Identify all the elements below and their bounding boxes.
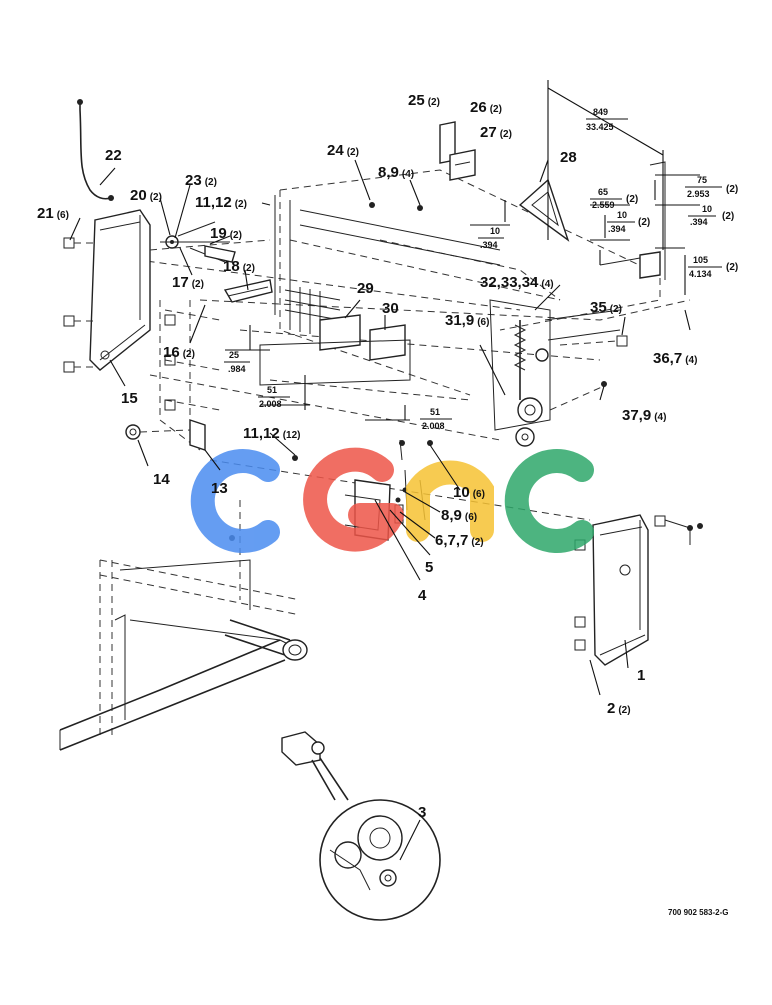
part-label-11-12-b: 11,12(2) [195,194,247,211]
part-label-15: 15 [121,390,138,407]
part-label-8-9-b: 8,9(6) [441,507,477,524]
svg-text:(2): (2) [638,217,650,228]
svg-text:(2): (2) [722,211,734,222]
part-label-22: 22 [105,147,122,164]
detail-bubble-3 [281,731,441,921]
part-label-18: 18(2) [223,258,255,275]
brackets-35 [549,335,628,411]
part-label-24: 24(2) [327,142,359,159]
svg-text:10: 10 [617,210,627,220]
svg-text:2.953: 2.953 [687,189,710,199]
dim-849: 849 33.425 [586,107,628,132]
hinge-assembly [149,221,271,263]
part-label-23: 23(2) [185,172,217,189]
svg-text:105: 105 [693,255,708,265]
part-labels: 1 2(2) 3 4 5 6,7,7(2) 8,9(6) 10(6) 11,12… [37,92,697,821]
right-top-plates [599,161,666,280]
dim-10-b: 10 .394 (2) [607,210,650,234]
svg-text:.984: .984 [228,364,246,374]
part-label-35: 35(2) [590,299,622,316]
triangle-plate-28 [518,178,570,242]
dim-10-c: 10 .394 [478,226,504,250]
part-label-5: 5 [425,559,433,576]
part-label-25: 25(2) [408,92,440,109]
part-label-2: 2(2) [607,700,631,717]
watermark-letter-2 [303,447,404,552]
part-label-31-9: 31,9(6) [445,312,489,329]
svg-text:75: 75 [697,175,707,185]
svg-text:4.134: 4.134 [689,269,712,279]
svg-text:2.008: 2.008 [259,399,282,409]
part-label-3: 3 [418,804,426,821]
dim-51-b: 51 2.008 [420,407,452,431]
dim-25: 25 .984 [224,350,250,374]
part-label-37-9: 37,9(4) [622,407,666,424]
base-frame [59,500,308,751]
svg-text:51: 51 [430,407,440,417]
svg-text:(2): (2) [726,184,738,195]
part-label-10: 10(6) [453,484,485,501]
channel-18 [223,279,273,303]
svg-text:(2): (2) [726,262,738,273]
svg-text:33.425: 33.425 [586,122,614,132]
svg-text:25: 25 [229,350,239,360]
part-label-4: 4 [418,587,427,604]
dimension-labels: 849 33.425 75 2.953 (2) 65 2.559 (2) 10 … [224,107,738,431]
part-label-13: 13 [211,480,228,497]
part-label-30: 30 [382,300,399,317]
part-label-6-7-7: 6,7,7(2) [435,532,484,549]
side-panel-left [89,209,151,371]
watermark-letter-1 [190,449,280,553]
part-label-26: 26(2) [470,99,502,116]
part-label-14: 14 [153,471,170,488]
watermark-letter-3 [406,460,494,542]
part-label-19: 19(2) [210,225,242,242]
part-label-27: 27(2) [480,124,512,141]
drawing-number: 700 902 583-2-G [668,908,729,917]
plates-25-27 [439,121,476,181]
dim-75: 75 2.953 (2) [685,175,738,199]
plates-29-30 [259,314,411,386]
part-label-29: 29 [357,280,374,297]
upper-frame-outline [99,169,691,441]
watermark-letter-4 [504,449,594,553]
drive-gears [489,299,621,447]
lower-panel-13 [159,300,221,451]
dim-10-a: 10 .394 (2) [688,204,734,227]
dim-105: 105 4.134 (2) [688,255,738,279]
watermark [190,447,594,553]
dimension-lines [225,80,700,421]
part-label-20: 20(2) [130,187,162,204]
part-label-11-12-a: 11,12(12) [243,425,301,442]
washer-14 [125,424,191,440]
part-label-21: 21(6) [37,205,69,222]
svg-text:10: 10 [490,226,500,236]
svg-text:10: 10 [702,204,712,214]
dim-65: 65 2.559 (2) [590,187,638,210]
part-label-16: 16(2) [163,344,195,361]
svg-text:(2): (2) [626,194,638,205]
svg-text:2.559: 2.559 [592,200,615,210]
brackets-2 [574,515,703,651]
part-label-17: 17(2) [172,274,204,291]
part-label-32-33-34: 32,33,34(4) [480,274,554,291]
cable-22 [77,99,114,201]
dim-51-a: 51 2.008 [258,385,290,409]
svg-text:.394: .394 [608,224,626,234]
side-panel-right [592,514,649,666]
svg-text:.394: .394 [690,217,708,227]
part-label-28: 28 [560,149,577,166]
brackets-21 [63,237,95,373]
part-label-8-9-a: 8,9(4) [378,164,414,181]
svg-text:2.008: 2.008 [422,421,445,431]
svg-text:849: 849 [593,107,608,117]
part-label-36-7: 36,7(4) [653,350,697,367]
svg-text:.394: .394 [480,240,498,250]
svg-text:51: 51 [267,385,277,395]
part-label-1: 1 [637,667,645,684]
leader-lines [69,159,629,861]
svg-text:65: 65 [598,187,608,197]
